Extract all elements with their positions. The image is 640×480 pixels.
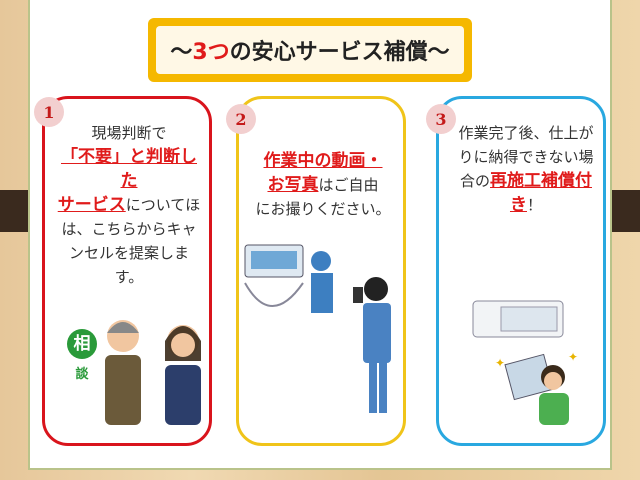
title-suffix: ～ bbox=[427, 40, 450, 65]
consultation-illustration bbox=[105, 320, 201, 425]
step-number-2: 2 bbox=[226, 104, 256, 134]
card-3: 作業完了後、仕上がりに納得できない場合の再施工補償付き！ ✦✦ bbox=[436, 96, 606, 446]
title-prefix: ～ bbox=[170, 40, 193, 65]
filming-illustration bbox=[244, 244, 391, 413]
consult-badge: 相 談 bbox=[67, 329, 97, 382]
card-2-highlight-2: お写真 bbox=[267, 175, 319, 195]
title-text: の安心サービス補償 bbox=[229, 40, 428, 65]
card-3-highlight: 再施工補償付き bbox=[490, 171, 592, 215]
badge-char-1: 相 bbox=[67, 329, 97, 359]
card-2-highlight: 作業中の動画・ bbox=[263, 151, 383, 171]
step-number-3: 3 bbox=[426, 104, 456, 134]
card-1-text: についてほ bbox=[125, 196, 201, 214]
card-2-text: はご自由 bbox=[318, 176, 379, 194]
step-number-1: 1 bbox=[34, 97, 64, 127]
page-title: ～3つの安心サービス補償～ bbox=[156, 26, 464, 74]
title-banner: ～3つの安心サービス補償～ bbox=[148, 18, 472, 82]
svg-text:✦: ✦ bbox=[495, 356, 505, 370]
title-highlight: 3つ bbox=[192, 40, 230, 65]
card-1-highlight: 「不要」と判断した bbox=[61, 147, 197, 191]
card-3-exclaim: ！ bbox=[526, 196, 542, 214]
card-1-line: 現場判断で bbox=[91, 124, 167, 142]
cleaning-illustration: ✦✦ bbox=[472, 300, 578, 425]
svg-text:✦: ✦ bbox=[568, 350, 578, 364]
card-3-text: 作業完了後、仕上がりに納得できない場合の bbox=[458, 124, 594, 190]
card-2-tail: にお撮りください。 bbox=[255, 200, 391, 218]
card-1-tail: は、こちらからキャンセルを提案します。 bbox=[61, 220, 197, 286]
card-1-highlight-2: サービス bbox=[57, 195, 126, 215]
card-1: 現場判断で 「不要」と判断した サービスについてほ は、こちらからキャンセルを提… bbox=[42, 96, 212, 446]
badge-char-2: 談 bbox=[75, 367, 89, 382]
card-2: 作業中の動画・ お写真はご自由 にお撮りください。 bbox=[236, 96, 406, 446]
